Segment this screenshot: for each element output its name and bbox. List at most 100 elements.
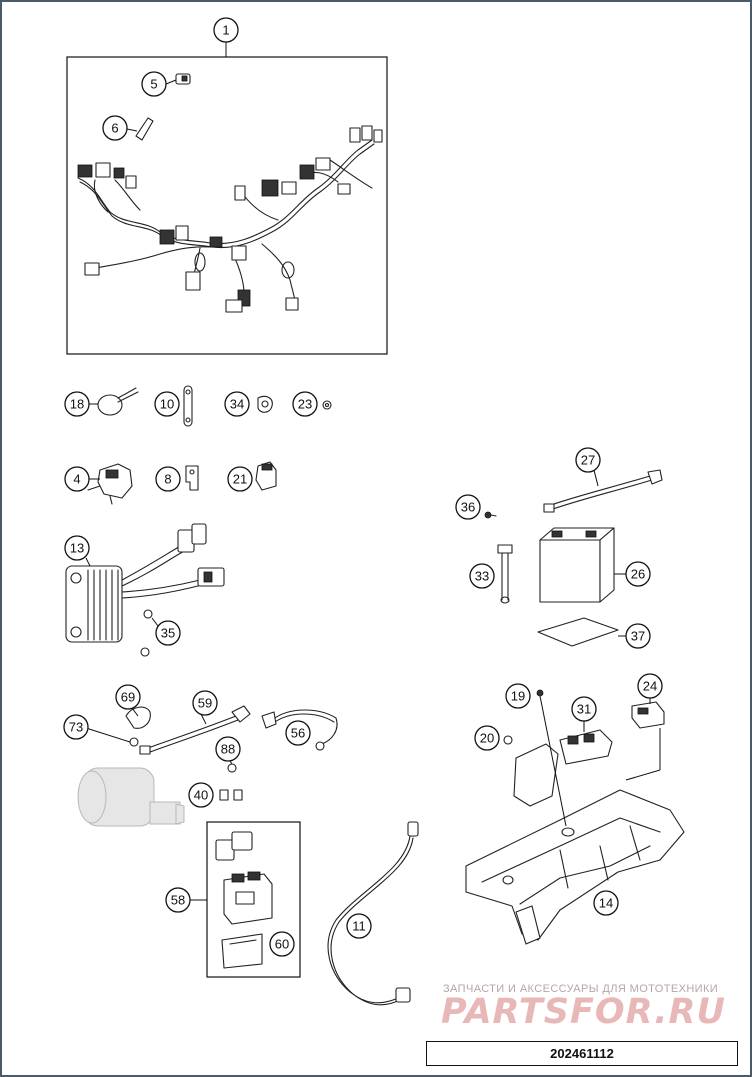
battery-26-drawing xyxy=(539,527,615,603)
callout-73: 73 xyxy=(63,714,89,740)
callout-88: 88 xyxy=(215,736,241,762)
svg-text:13: 13 xyxy=(70,541,84,556)
nut-73-drawing xyxy=(129,737,139,747)
nut-20-drawing xyxy=(503,735,513,745)
svg-text:37: 37 xyxy=(631,629,645,644)
fuse-holder-drawing xyxy=(215,831,253,861)
callout-18: 18 xyxy=(64,391,90,417)
svg-text:40: 40 xyxy=(194,788,208,803)
callout-40: 40 xyxy=(188,782,214,808)
starter-motor-drawing xyxy=(77,767,185,827)
watermark-caption: ЗАПЧАСТИ И АКСЕССУАРЫ ДЛЯ МОТОТЕХНИКИ xyxy=(443,983,719,995)
svg-text:21: 21 xyxy=(233,472,247,487)
starter-relay-drawing xyxy=(223,871,273,925)
svg-text:20: 20 xyxy=(480,731,494,746)
svg-text:1: 1 xyxy=(222,23,229,38)
svg-text:14: 14 xyxy=(599,896,613,911)
svg-text:59: 59 xyxy=(198,696,212,711)
callout-5: 5 xyxy=(141,71,167,97)
callout-59: 59 xyxy=(192,690,218,716)
bracket-4-drawing xyxy=(87,463,133,505)
nut-23-drawing xyxy=(322,400,332,410)
svg-text:19: 19 xyxy=(511,689,525,704)
svg-text:11: 11 xyxy=(352,919,366,934)
screw-19-drawing xyxy=(536,689,544,697)
strap-33-drawing xyxy=(497,544,513,604)
harness-connectors xyxy=(77,125,383,313)
svg-text:5: 5 xyxy=(150,77,157,92)
callout-10: 10 xyxy=(154,391,180,417)
svg-text:60: 60 xyxy=(275,937,289,952)
callout-31: 31 xyxy=(571,696,597,722)
callout-33: 33 xyxy=(469,563,495,589)
svg-text:88: 88 xyxy=(221,742,235,757)
callout-6: 6 xyxy=(102,115,128,141)
watermark-logo: PARTSFOR.RU xyxy=(441,992,726,1032)
svg-text:24: 24 xyxy=(643,679,657,694)
svg-text:31: 31 xyxy=(577,702,591,717)
svg-text:34: 34 xyxy=(230,397,244,412)
svg-text:18: 18 xyxy=(70,397,84,412)
grommet-34-drawing xyxy=(257,395,273,413)
callout-60: 60 xyxy=(269,931,295,957)
part-5-drawing xyxy=(175,73,191,85)
starter-cable-59-drawing xyxy=(139,705,251,755)
svg-text:58: 58 xyxy=(171,893,185,908)
svg-text:27: 27 xyxy=(581,453,595,468)
callout-4: 4 xyxy=(64,466,90,492)
screw-36-drawing xyxy=(484,511,497,519)
callout-56: 56 xyxy=(285,720,311,746)
screw-35-drawing xyxy=(140,609,153,657)
ground-cable-56-drawing xyxy=(261,709,338,751)
callout-24: 24 xyxy=(637,673,663,699)
svg-text:6: 6 xyxy=(111,121,118,136)
svg-text:10: 10 xyxy=(160,397,174,412)
svg-text:56: 56 xyxy=(291,726,305,741)
wiring-harness-drawing xyxy=(77,125,383,313)
svg-text:73: 73 xyxy=(69,720,83,735)
callout-27: 27 xyxy=(575,447,601,473)
callout-21: 21 xyxy=(227,466,253,492)
cap-69-drawing xyxy=(125,706,151,729)
callout-19: 19 xyxy=(505,683,531,709)
svg-text:23: 23 xyxy=(298,397,312,412)
callout-34: 34 xyxy=(224,391,250,417)
document-number: 202461112 xyxy=(426,1041,738,1066)
svg-text:69: 69 xyxy=(121,690,135,705)
svg-text:35: 35 xyxy=(161,626,175,641)
callout-35: 35 xyxy=(155,620,181,646)
fuse-box-24-drawing xyxy=(631,701,665,729)
part-6-drawing xyxy=(135,117,154,141)
bracket-10-drawing xyxy=(183,385,193,427)
svg-text:33: 33 xyxy=(475,569,489,584)
bracket-31-drawing xyxy=(513,729,613,807)
callout-20: 20 xyxy=(474,725,500,751)
relay-cover-drawing xyxy=(221,933,263,969)
cable-11-drawing xyxy=(327,821,419,1006)
svg-text:26: 26 xyxy=(631,567,645,582)
callout-26: 26 xyxy=(625,561,651,587)
callout-36: 36 xyxy=(455,494,481,520)
plate-8-drawing xyxy=(185,465,199,491)
svg-text:8: 8 xyxy=(164,472,171,487)
battery-cable-27-drawing xyxy=(543,469,663,513)
voltage-regulator-drawing xyxy=(65,523,225,643)
svg-text:36: 36 xyxy=(461,500,475,515)
callout-58: 58 xyxy=(165,887,191,913)
callout-23: 23 xyxy=(292,391,318,417)
fuse-40-drawing xyxy=(219,789,243,801)
callout-69: 69 xyxy=(115,684,141,710)
svg-text:4: 4 xyxy=(73,472,80,487)
harness-box xyxy=(66,56,388,355)
callout-8: 8 xyxy=(155,466,181,492)
screw-88-drawing xyxy=(227,763,237,773)
cable-tie-drawing xyxy=(97,387,139,416)
callout-37: 37 xyxy=(625,623,651,649)
callout-13: 13 xyxy=(64,535,90,561)
battery-holder-frame-drawing xyxy=(465,789,685,945)
cap-21-drawing xyxy=(255,461,277,491)
callout-14: 14 xyxy=(593,890,619,916)
callout-1: 1 xyxy=(213,17,239,43)
